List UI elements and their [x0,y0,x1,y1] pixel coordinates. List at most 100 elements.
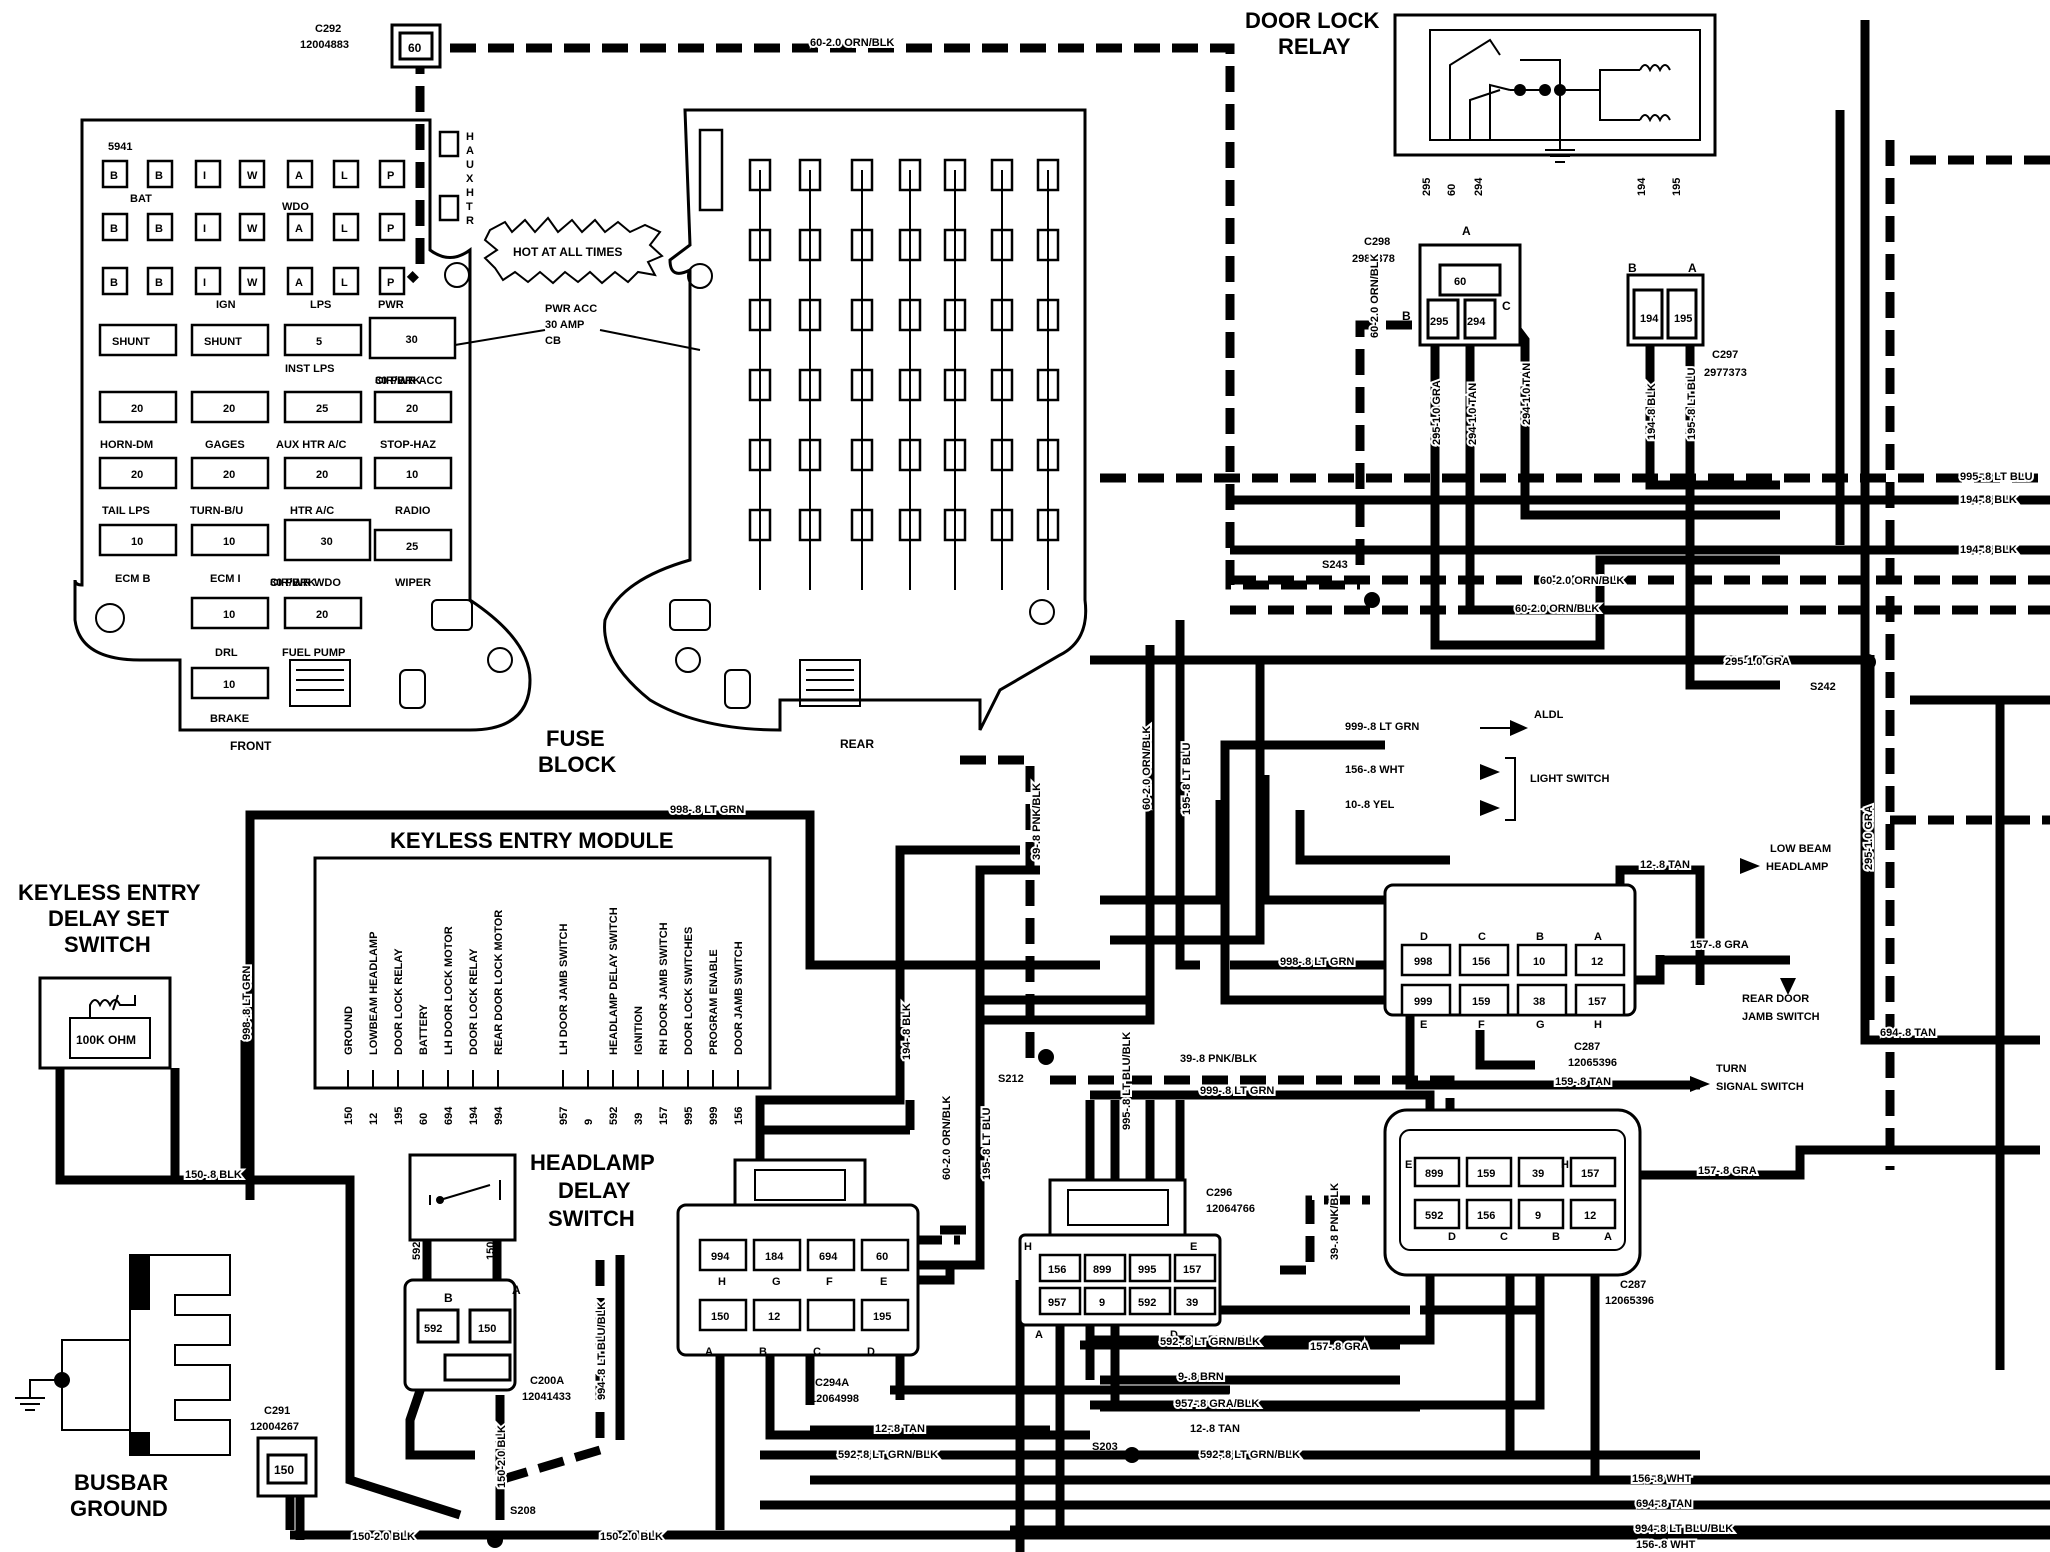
wire-label-w33: 995-.8 LT BLU/BLK [1121,1032,1133,1130]
bat-terminal [332,266,360,296]
module-pin-label: REAR DOOR LOCK MOTOR [493,910,505,1055]
c292-pin: 60 [408,41,422,55]
connector-cavity [1574,983,1626,1017]
fuse-block-rear: REAR [603,108,1088,751]
module-pin-label: DOOR LOCK RELAY [468,948,480,1055]
cavity-pin: 899 [1425,1168,1443,1180]
fuse-circuit-label: BRAKE [210,713,249,725]
fuse-circuit-label: INST LPS [285,363,335,375]
cb-callout-1: PWR ACC [545,303,597,315]
wire-label-w52: 150-2.0 BLK [600,1531,663,1543]
c297-name: C297 [1712,349,1738,361]
fuse-rating: 20 [223,469,235,481]
c298-pin-a: 60 [1454,276,1466,288]
terminal-letter: P [387,277,394,289]
dest-rear-jamb-2: JAMB SWITCH [1742,1011,1820,1023]
module-pin-label: PROGRAM ENABLE [708,949,720,1055]
wire-label-w45: 592-.8 LT GRN/BLK [838,1449,938,1461]
keyless-delay-switch: KEYLESS ENTRY DELAY SET SWITCH 100K OHM [18,880,201,1070]
keyless-module-title: KEYLESS ENTRY MODULE [390,828,674,853]
wire-label-w16: 156-.8 WHT [1345,764,1405,776]
aux-htr-letter: A [466,145,474,157]
module-pin-number: 194 [468,1106,480,1125]
connector-cavity [1038,1286,1082,1316]
connector-cavity [1516,983,1568,1017]
splice-s208-dot [487,1532,503,1548]
fuse-circuit-label: TURN-B/U [190,505,243,517]
fuse [190,666,270,700]
headlamp-delay-switch: HEADLAMP DELAY SWITCH [408,1150,655,1242]
terminal-letter: A [295,277,303,289]
c291-pin: 150 [274,1463,294,1477]
cavity-letter: B [1552,1231,1560,1243]
wire-label-w19: 998-.8 LT GRN [1280,956,1354,968]
hot-at-all-times-label: HOT AT ALL TIMES [513,245,622,259]
connector-cavity [1038,1253,1082,1283]
c296-letter-h: H [1024,1241,1032,1253]
module-pin-label: LOWBEAM HEADLAMP [368,932,380,1055]
c292-part: 12004883 [300,39,349,51]
busbar-title-1: BUSBAR [74,1470,168,1495]
relay-pin-295: 295 [1421,178,1433,196]
fuse-rating: 30 [321,536,333,548]
aux-htr-letter: U [466,159,474,171]
busbar-title-2: GROUND [70,1496,168,1521]
c296-name: C296 [1206,1187,1232,1199]
pwr-acc-label: 30 PWR ACC [375,375,442,387]
cavity-letter: G [1536,1019,1545,1031]
cavity-letter: A [1594,931,1602,943]
module-pin-label: LH DOOR JAMB SWITCH [558,924,570,1055]
dest-rear-jamb-1: REAR DOOR [1742,993,1809,1005]
shunt [98,323,178,357]
cavity-pin: 9 [1535,1210,1541,1222]
rear-label: REAR [840,737,874,751]
headlamp-delay-title-2: DELAY [558,1178,631,1203]
wire-label-w43: 12-.8 TAN [875,1423,925,1435]
cavity-pin: 694 [819,1251,838,1263]
fuse-circuit-label: HORN-DM [100,439,153,451]
connector-c291: 150 C291 12004267 [250,1405,318,1498]
fuse-rating: 20 [223,403,235,415]
c200a-letter-b: B [444,1291,453,1305]
aux-htr-letter: X [466,173,474,185]
wire-label-w35: 39-.8 PNK/BLK [1329,1183,1341,1260]
c287a-part: 12065396 [1568,1057,1617,1069]
terminal-letter: I [203,170,206,182]
connector-cavity [1465,1156,1513,1188]
shunt [190,323,270,357]
relay-pin-294: 294 [1473,177,1485,196]
fuse-rating: 5 [316,336,322,348]
wire-label-w17: 10-.8 YEL [1345,799,1395,811]
c298-letter-c: C [1502,299,1511,313]
wire-label-w23: 998-.8 LT GRN [670,804,744,816]
wire-label-w21: 159-.8 TAN [1555,1076,1611,1088]
terminal-letter: L [341,170,348,182]
connector-cavity [1083,1253,1127,1283]
wire-label-w38: 150-2.0 BLK [496,1425,508,1488]
c298-pin-b: 295 [1430,316,1448,328]
fuse-circuit-label: GAGES [205,439,245,451]
fuse [283,456,363,490]
cavity-letter: D [867,1346,875,1358]
c297-pin-b: 194 [1640,313,1659,325]
connector-c287-lower: C287 12065396 [1383,1108,1654,1307]
splice-s243-dot [1364,592,1380,608]
wire-label-w15: 999-.8 LT GRN [1345,721,1419,733]
splice-s242: S242 [1810,681,1836,693]
bat-terminal [286,159,314,189]
cavity-pin: 998 [1414,956,1432,968]
relay-pin-60: 60 [1446,184,1458,196]
terminal-letter: B [155,170,163,182]
connector-cavity [1517,1198,1565,1230]
splice-s203-dot [1124,1447,1140,1463]
wire-label-w8: 194-.8 BLK [1646,383,1658,440]
keyless-delay-title-1: KEYLESS ENTRY [18,880,201,905]
cavity-letter: F [826,1276,833,1288]
cavity-letter: G [772,1276,781,1288]
terminal-letter: W [247,170,258,182]
c200a-part: 12041433 [522,1391,571,1403]
fuse-rating: 25 [406,541,418,553]
wire-label-w29: 194-.8 BLK [901,1003,913,1060]
